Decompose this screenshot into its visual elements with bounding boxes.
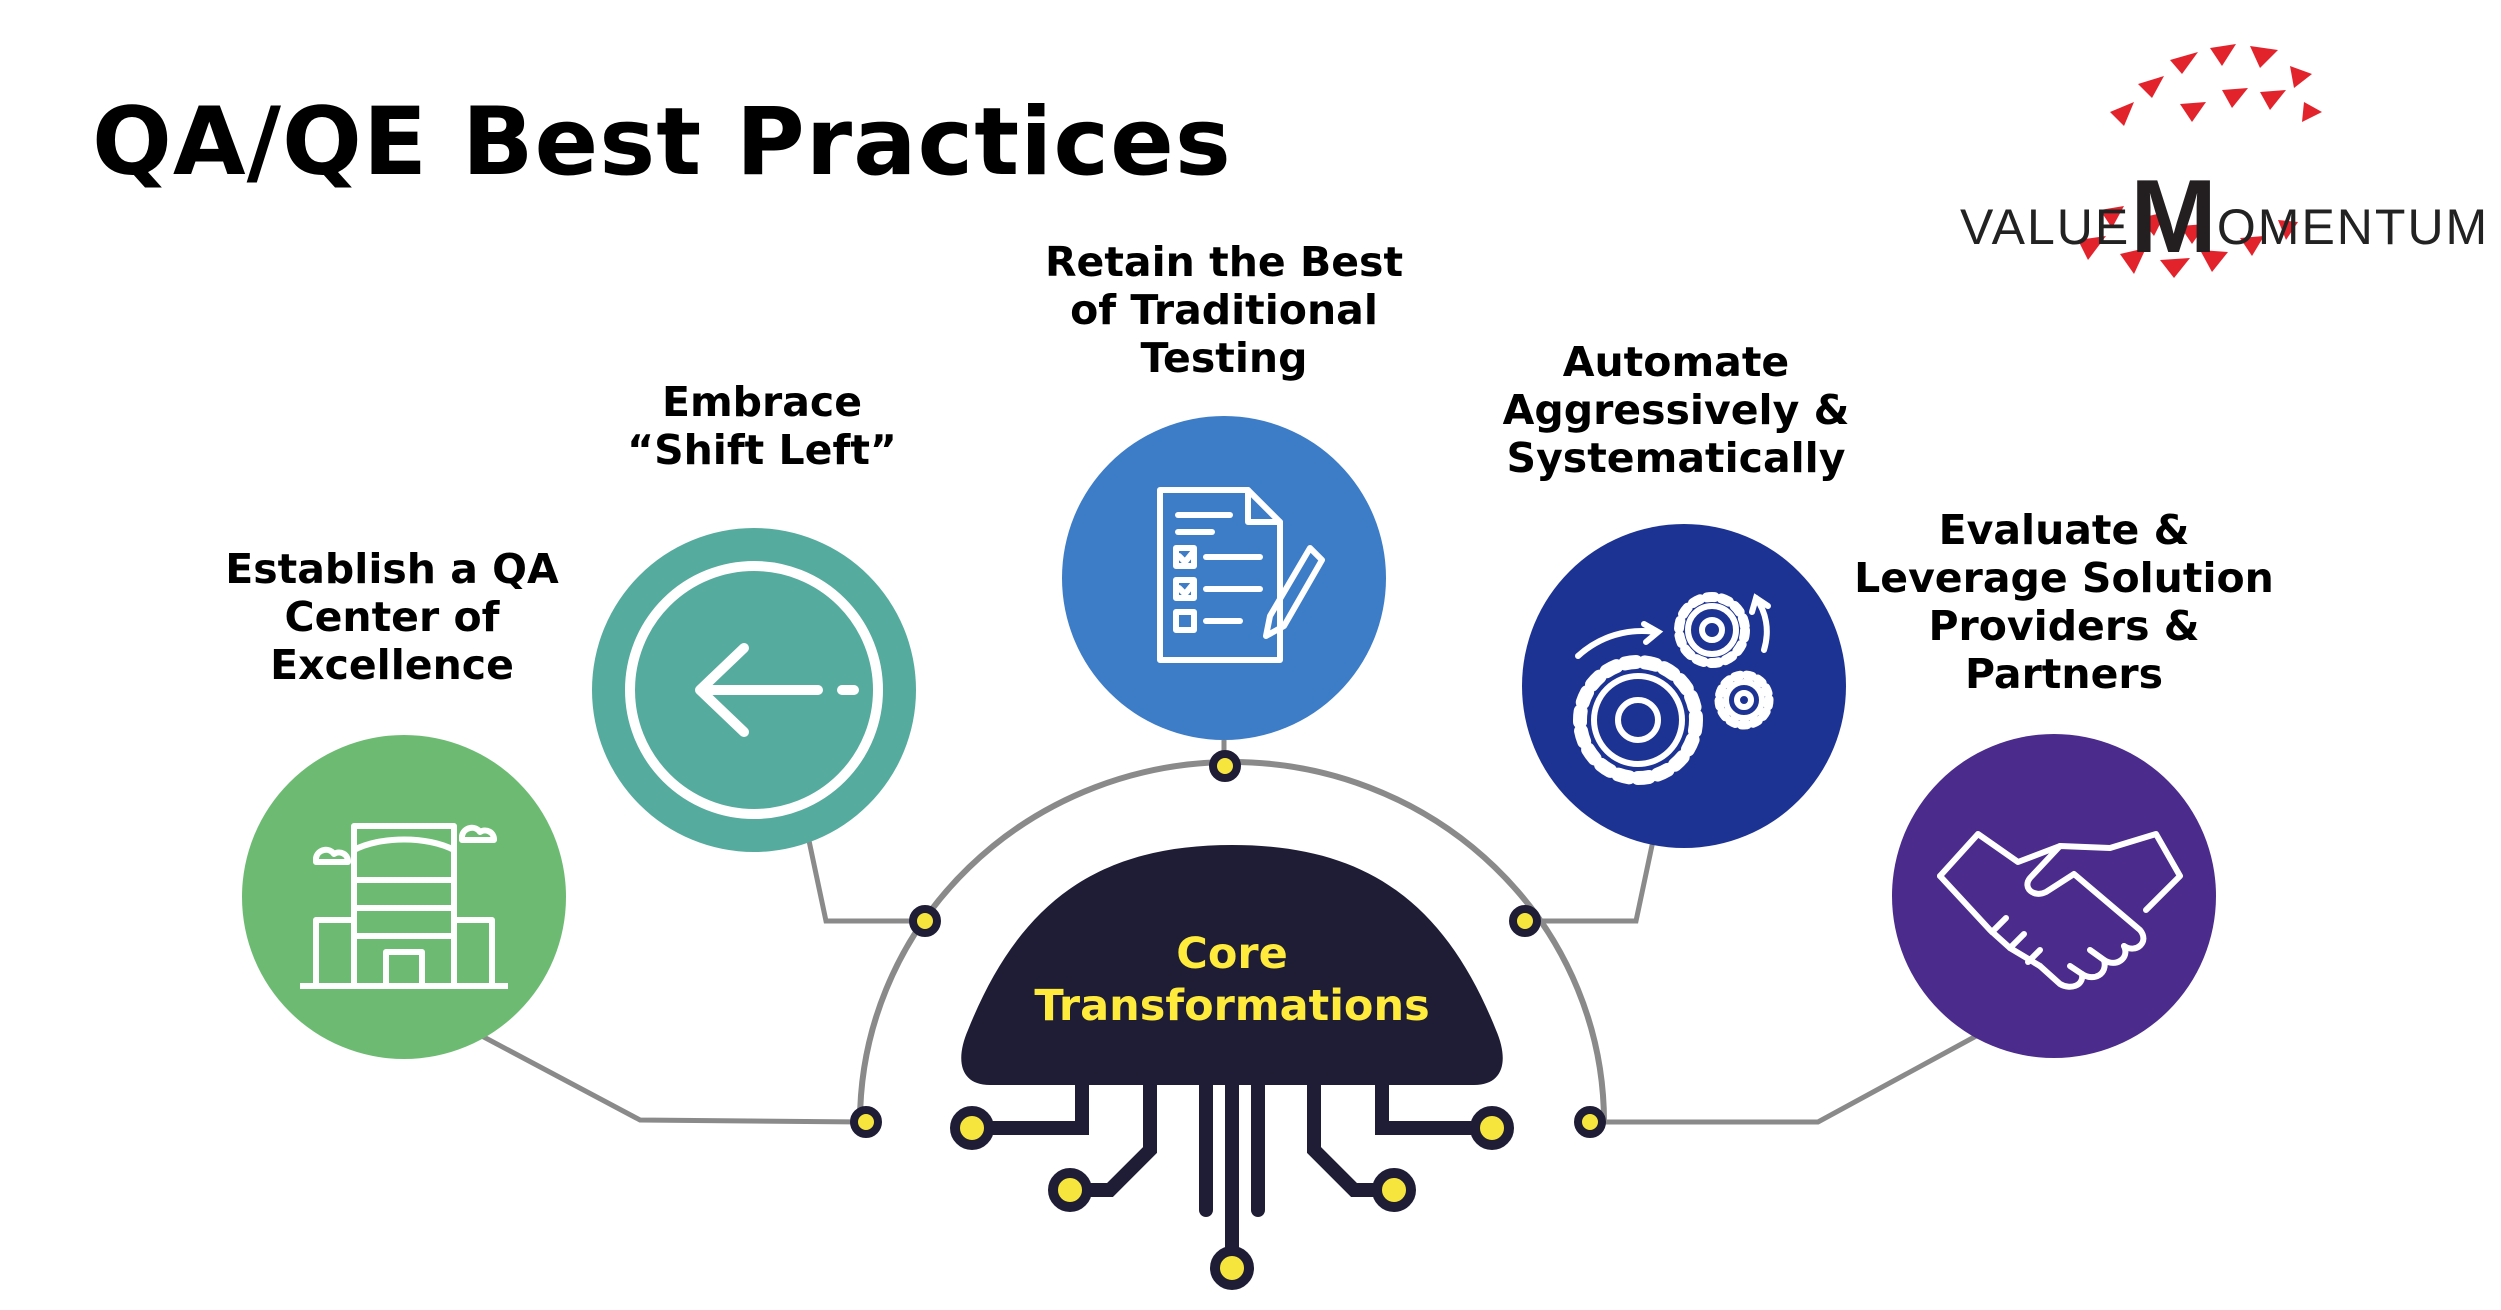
practice-3-line-1: Retain the Best bbox=[1044, 238, 1404, 286]
connector-line-2 bbox=[805, 835, 924, 924]
practice-5-line-1: Evaluate & bbox=[1938, 506, 2190, 554]
core-dome bbox=[961, 845, 1503, 1085]
connector-line-5 bbox=[1592, 1032, 1980, 1125]
core-label-line-1: Core bbox=[1176, 929, 1288, 979]
practice-5-line-4: Partners bbox=[1964, 650, 2164, 698]
practice-label-5: Evaluate & Leverage Solution Providers &… bbox=[1854, 506, 2274, 698]
logo-text-big: M bbox=[2130, 159, 2217, 275]
valuemomentum-logo: VALUEMOMENTUM bbox=[1960, 40, 2487, 290]
practice-5-line-2: Leverage Solution bbox=[1854, 554, 2274, 602]
practice-label-1: Establish a QA Center of Excellence bbox=[225, 545, 559, 689]
practice-circle-3 bbox=[1062, 416, 1386, 740]
logo-wordmark: VALUEMOMENTUM bbox=[1960, 158, 2489, 277]
practice-label-3: Retain the Best of Traditional Testing bbox=[1045, 238, 1403, 382]
practice-1-line-3: Excellence bbox=[270, 641, 514, 689]
circuit-node-3 bbox=[1210, 1246, 1254, 1290]
checklist-icon bbox=[1157, 487, 1325, 663]
connector-line-1 bbox=[478, 1032, 865, 1125]
arc-dot-5 bbox=[1574, 1106, 1606, 1138]
practice-circle-5 bbox=[1892, 734, 2216, 1058]
circuit-node-4 bbox=[1372, 1168, 1416, 1212]
building-icon bbox=[300, 823, 508, 989]
circuit-trace-1 bbox=[965, 1078, 1089, 1135]
circuit-node-1 bbox=[950, 1106, 994, 1150]
practice-1-line-2: Center of bbox=[284, 593, 500, 641]
circuit-node-2 bbox=[1048, 1168, 1092, 1212]
gears-icon bbox=[1573, 592, 1774, 785]
core-label-line-2: Transformations bbox=[1034, 981, 1430, 1031]
connector-line-4 bbox=[1527, 835, 1657, 924]
logo-triangles-graphic bbox=[2078, 44, 2322, 278]
arc-dot-2 bbox=[909, 905, 941, 937]
arc-dot-1 bbox=[850, 1106, 882, 1138]
page-title: QA/QE Best Practices bbox=[92, 88, 1232, 197]
practice-2-line-1: Embrace bbox=[661, 378, 863, 426]
handshake-icon bbox=[1937, 831, 2183, 990]
practice-5-line-3: Providers & bbox=[1928, 602, 2200, 650]
practice-circle-1 bbox=[242, 735, 566, 1059]
core-transformations-label: Core Transformations bbox=[1034, 928, 1429, 1032]
logo-text-prefix: VALUE bbox=[1960, 199, 2131, 255]
practice-1-line-1: Establish a QA bbox=[225, 545, 559, 593]
practice-3-line-2: of Traditional bbox=[1070, 286, 1378, 334]
arc-dot-3 bbox=[1209, 750, 1241, 782]
practice-4-line-2: Aggressively & bbox=[1502, 386, 1850, 434]
practice-label-2: Embrace “Shift Left” bbox=[627, 378, 897, 474]
practice-label-4: Automate Aggressively & Systematically bbox=[1503, 338, 1850, 482]
arc-dot-4 bbox=[1509, 905, 1541, 937]
practice-3-line-3: Testing bbox=[1140, 334, 1308, 382]
practice-4-line-3: Systematically bbox=[1506, 434, 1846, 482]
circuit-trace-7 bbox=[1375, 1078, 1499, 1135]
practice-4-line-1: Automate bbox=[1562, 338, 1790, 386]
logo-text-suffix: OMENTUM bbox=[2216, 199, 2490, 255]
practice-2-line-2: “Shift Left” bbox=[627, 426, 897, 474]
circuit-node-5 bbox=[1470, 1106, 1514, 1150]
arrow-left-icon bbox=[625, 561, 883, 819]
